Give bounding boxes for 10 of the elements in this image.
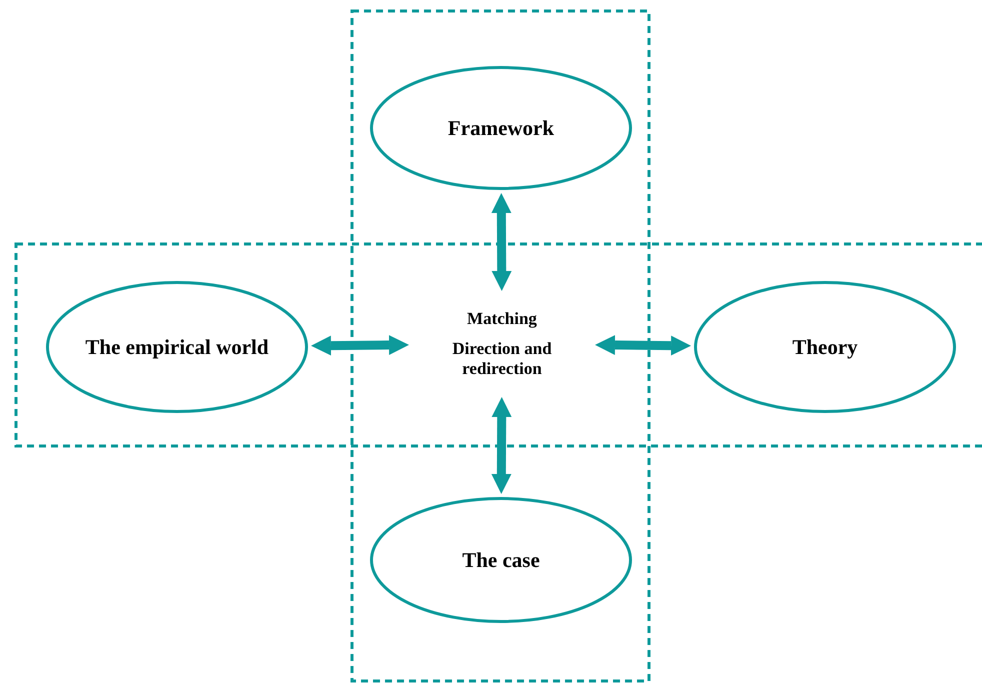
center-label: Matching (467, 309, 537, 329)
double-arrow (595, 335, 692, 356)
node-label: Framework (448, 116, 554, 140)
node-label: The case (462, 548, 540, 572)
node-label: The empirical world (85, 334, 269, 360)
center-label: Direction and redirection (451, 339, 553, 379)
node-label: Theory (792, 334, 858, 360)
double-arrow (310, 335, 409, 356)
double-arrow (491, 193, 512, 291)
double-arrow (491, 397, 512, 494)
